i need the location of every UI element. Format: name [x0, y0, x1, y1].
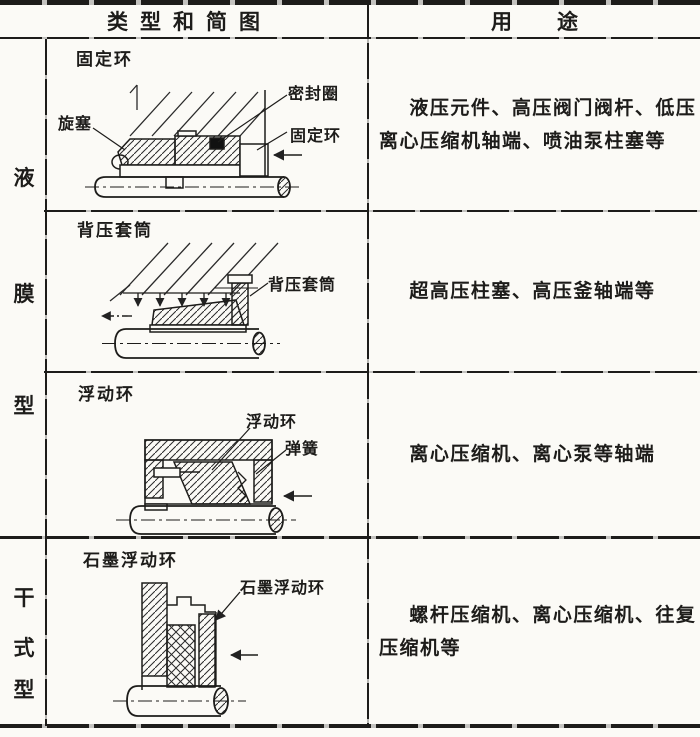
label-graphite-floating-ring: 石墨浮动环 — [240, 580, 326, 597]
table-border-top — [0, 0, 700, 5]
sleeve-leader-line — [249, 282, 269, 297]
housing-wall — [141, 582, 216, 690]
spring-element — [237, 471, 247, 503]
fixed-ring-diagram — [85, 84, 302, 198]
group-label-type2: 型 — [13, 678, 35, 702]
housing — [144, 439, 273, 511]
row2-usage-cell: 超高压柱塞、高压釜轴端等 — [369, 212, 700, 371]
floating-ring-diagram — [116, 427, 312, 535]
group-label-liquid: 液 — [13, 166, 35, 190]
row4-usage-line1: 螺杆压缩机、离心压缩机、往复 — [409, 604, 697, 626]
group-label-type1: 型 — [13, 394, 35, 418]
row1-title: 固定环 — [76, 50, 133, 69]
header-usage: 用 途 — [491, 10, 590, 34]
header-separator-line — [0, 37, 700, 39]
row-separator-3 — [0, 536, 700, 539]
shaft — [85, 176, 302, 198]
label-seal-ring: 密封圈 — [288, 86, 340, 103]
row3-title: 浮动环 — [78, 385, 135, 404]
packing-element — [166, 624, 196, 688]
label-floating-ring: 浮动环 — [246, 414, 298, 431]
group-label-shi: 式 — [13, 636, 35, 660]
seal-ring-element — [209, 137, 225, 150]
row1-usage-line2: 离心压缩机轴端、喷油泵柱塞等 — [379, 131, 667, 152]
gland-blocks — [111, 90, 269, 189]
row1-usage-cell: 液压元件、高压阀门阀杆、低压 离心压缩机轴端、喷油泵柱塞等 — [369, 40, 700, 210]
group-label-film: 膜 — [13, 282, 35, 306]
sleeve-body — [149, 274, 258, 333]
ring-leader-arrow — [215, 591, 241, 621]
row3-usage-line1: 离心压缩机、离心泵等轴端 — [409, 444, 656, 465]
row4-title: 石墨浮动环 — [83, 551, 178, 570]
shaft — [116, 505, 296, 535]
leader-lines — [92, 94, 288, 151]
fixed-ring-element — [239, 143, 269, 177]
shaft — [102, 328, 280, 359]
inner-column-divider — [45, 39, 47, 726]
row4-usage-cell: 螺杆压缩机、离心压缩机、往复 压缩机等 — [369, 538, 700, 725]
graphite-floating-ring-diagram — [113, 582, 258, 717]
row2-title: 背压套筒 — [77, 221, 153, 240]
row4-usage-line2: 压缩机等 — [379, 637, 462, 659]
shaft — [113, 685, 246, 717]
back-pressure-sleeve-diagram — [101, 242, 280, 359]
center-column-divider — [367, 3, 369, 726]
row-separator-2 — [44, 371, 700, 373]
row2-usage-line1: 超高压柱塞、高压釜轴端等 — [409, 281, 656, 302]
label-back-pressure-sleeve: 背压套筒 — [268, 277, 337, 294]
label-plug: 旋塞 — [58, 116, 93, 133]
floating-ring-element — [172, 461, 252, 505]
label-fixed-ring: 固定环 — [290, 128, 342, 145]
graphite-ring-element — [198, 613, 216, 688]
row3-usage-cell: 离心压缩机、离心泵等轴端 — [369, 373, 700, 536]
header-type-and-diagram: 类型和简图 — [107, 10, 272, 34]
leader-lines — [211, 427, 287, 475]
group-label-dry: 干 — [13, 586, 35, 610]
housing-hatch-rays — [129, 84, 266, 137]
row-separator-1 — [44, 210, 700, 212]
label-spring: 弹簧 — [285, 441, 320, 458]
pressure-rays — [109, 242, 279, 302]
row1-usage-line1: 液压元件、高压阀门阀杆、低压 — [409, 98, 697, 119]
stepped-cap — [167, 596, 216, 613]
table-border-bottom — [0, 724, 700, 728]
